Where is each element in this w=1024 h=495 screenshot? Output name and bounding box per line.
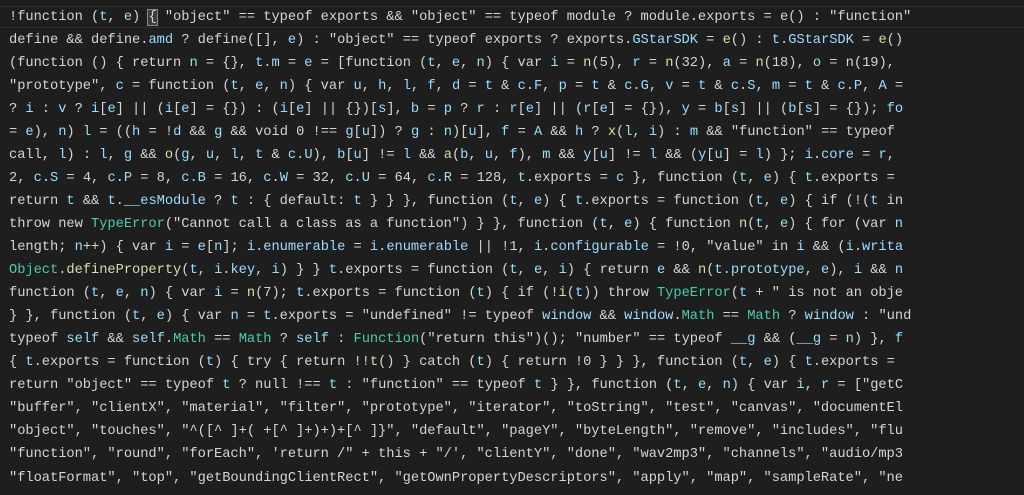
- code-line[interactable]: = e), n) l = ((h = !d && g && void 0 !==…: [9, 124, 904, 140]
- code-line[interactable]: define && define.amd ? define([], e) : "…: [9, 32, 904, 48]
- current-line-highlight: [0, 6, 1024, 28]
- code-line[interactable]: } }, function (t, e) { var n = t.exports…: [9, 309, 912, 325]
- code-line[interactable]: "object", "touches", "^([^ ]+( +[^ ]+)+)…: [9, 424, 903, 440]
- code-line[interactable]: "buffer", "clientX", "material", "filter…: [9, 401, 903, 417]
- code-line[interactable]: ? i : v ? i[e] || (i[e] = {}) : (i[e] ||…: [9, 101, 904, 117]
- code-line[interactable]: typeof self && self.Math == Math ? self …: [9, 332, 904, 348]
- code-line[interactable]: length; n++) { var i = e[n]; i.enumerabl…: [9, 240, 904, 255]
- code-line[interactable]: function (t, e, n) { var i = n(7); t.exp…: [9, 286, 904, 302]
- code-line[interactable]: "function", "round", "forEach", 'return …: [9, 447, 903, 463]
- matched-brace: {: [147, 8, 158, 26]
- code-line[interactable]: { t.exports = function (t) { try { retur…: [9, 355, 903, 371]
- code-line[interactable]: return "object" == typeof t ? null !== t…: [9, 378, 904, 394]
- code-line[interactable]: 2, c.S = 4, c.P = 8, c.B = 16, c.W = 32,…: [9, 170, 904, 186]
- code-line[interactable]: throw new TypeError("Cannot call a class…: [9, 216, 903, 232]
- code-line[interactable]: call, l) : l, g && o(g, u, l, t & c.U), …: [9, 147, 904, 163]
- code-line[interactable]: return t && t.__esModule ? t : { default…: [9, 193, 904, 209]
- code-line[interactable]: "floatFormat", "top", "getBoundingClient…: [9, 470, 903, 486]
- code-line[interactable]: !function (t, e) { "object" == typeof ex…: [9, 8, 912, 26]
- code-line[interactable]: "prototype", c = function (t, e, n) { va…: [9, 78, 912, 94]
- code-line[interactable]: Object.defineProperty(t, i.key, i) } } t…: [9, 263, 904, 279]
- code-line[interactable]: (function () { return n = {}, t.m = e = …: [9, 55, 904, 71]
